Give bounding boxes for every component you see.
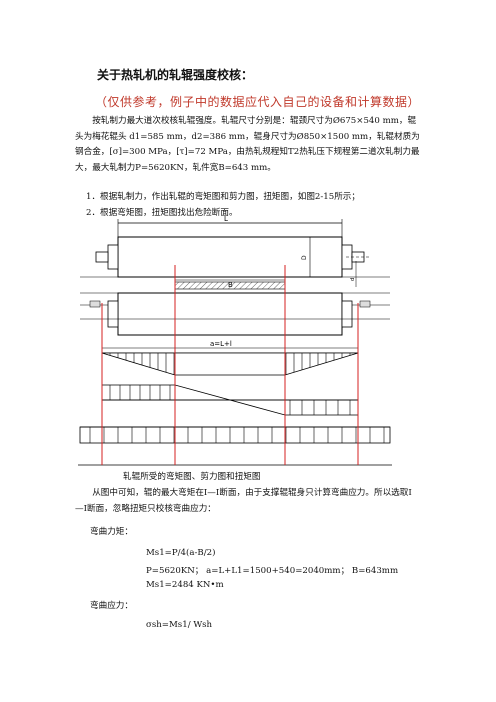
- analysis-paragraph: 从图中可知，辊的最大弯矩在Ⅰ—Ⅰ断面，由于支撑辊辊身只计算弯曲应力。所以选取Ⅰ—…: [75, 488, 412, 514]
- label-L: L: [224, 215, 228, 223]
- equation-2: P=5620KN； a=L+L1=1500+540=2040mm； B=643m…: [146, 566, 399, 576]
- equation-1: Ms1=P/4(a-B/2): [146, 548, 216, 558]
- equation-4: σsh=Ms1/ Wsh: [146, 620, 213, 630]
- bend-stress-label: 弯曲应力：: [90, 601, 133, 611]
- list-item-2: 2．根据弯矩图，扭矩图找出危险断面。: [86, 208, 238, 218]
- page-subtitle: （仅供参考，例子中的数据应代入自己的设备和计算数据）: [95, 95, 421, 109]
- page-title: 关于热轧机的轧辊强度校核：: [97, 68, 254, 82]
- intro-paragraph: 按轧制力最大道次校核轧辊强度。轧辊尺寸分别是：辊颈尺寸为Ø675×540 mm，…: [75, 116, 420, 173]
- label-d: d: [350, 278, 356, 281]
- equation-3: Ms1=2484 KN•m: [146, 580, 224, 590]
- label-D: D: [301, 255, 308, 260]
- bend-moment-label: 弯曲力矩：: [90, 527, 133, 537]
- label-a: a=L+l: [210, 340, 232, 348]
- figure-caption: 轧辊所受的弯矩图、剪力图和扭矩图: [123, 472, 261, 482]
- list-item-1: 1．根据轧制力，作出轧辊的弯矩图和剪力图，扭矩图，如图2-15所示；: [86, 192, 360, 202]
- roll-diagram: L D d B a=L+l: [78, 215, 392, 466]
